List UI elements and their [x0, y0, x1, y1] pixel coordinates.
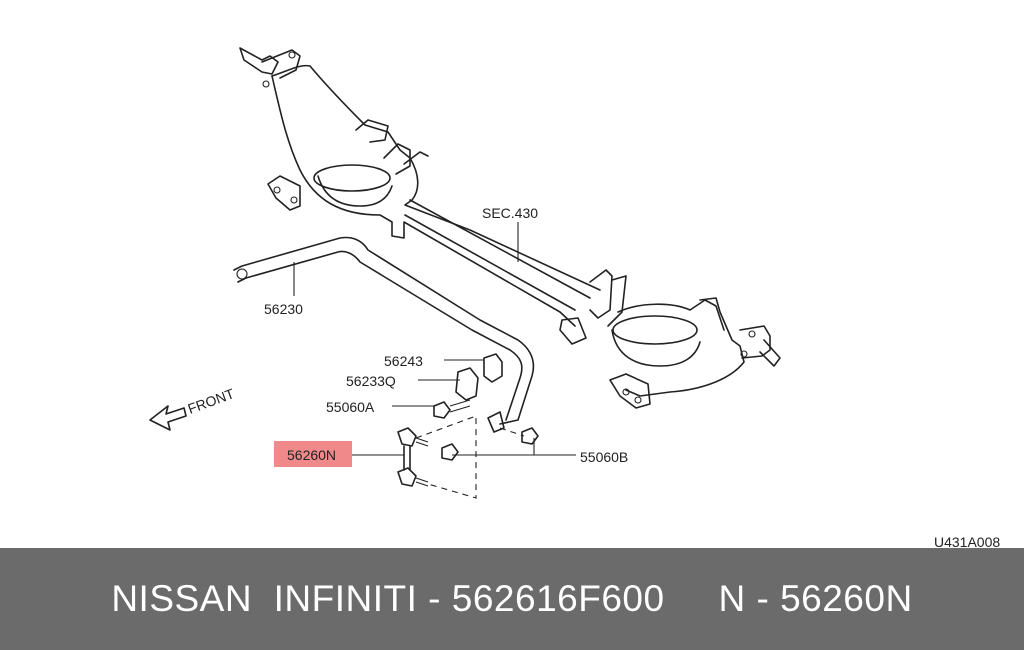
parts-diagram: FRONT SEC.430 56230 56243 56233Q 55060A … [149, 47, 1000, 548]
callout-56233q: 56233Q [346, 373, 396, 389]
front-direction-indicator: FRONT [149, 385, 237, 431]
drawing-code: U431A008 [934, 534, 1000, 548]
part-number-text: NISSAN INFINITI - 562616F600 N - 56260N [111, 578, 913, 619]
callout-55060a: 55060A [326, 399, 375, 415]
stabilizer-connecting-rod [397, 427, 429, 487]
callout-sec-430: SEC.430 [482, 205, 538, 221]
front-label: FRONT [186, 385, 237, 417]
callout-56260n: 56260N [287, 447, 336, 463]
leader-lines [293, 222, 576, 456]
callout-55060b: 55060B [580, 449, 628, 465]
callout-56243: 56243 [384, 353, 423, 369]
assembly-dashed-lines [415, 415, 525, 499]
nut-55060b [441, 427, 539, 461]
rear-suspension-member [239, 47, 781, 409]
callout-labels: SEC.430 56230 56243 56233Q 55060A 56260N… [264, 205, 1000, 548]
callout-56230: 56230 [264, 301, 303, 317]
callout-highlight [274, 441, 352, 467]
bolt-55060a [433, 399, 471, 419]
stabilizer-bar [233, 236, 535, 433]
part-number-banner: NISSAN INFINITI - 562616F600 N - 56260N [0, 548, 1024, 650]
bushing-and-clamp [455, 353, 503, 401]
